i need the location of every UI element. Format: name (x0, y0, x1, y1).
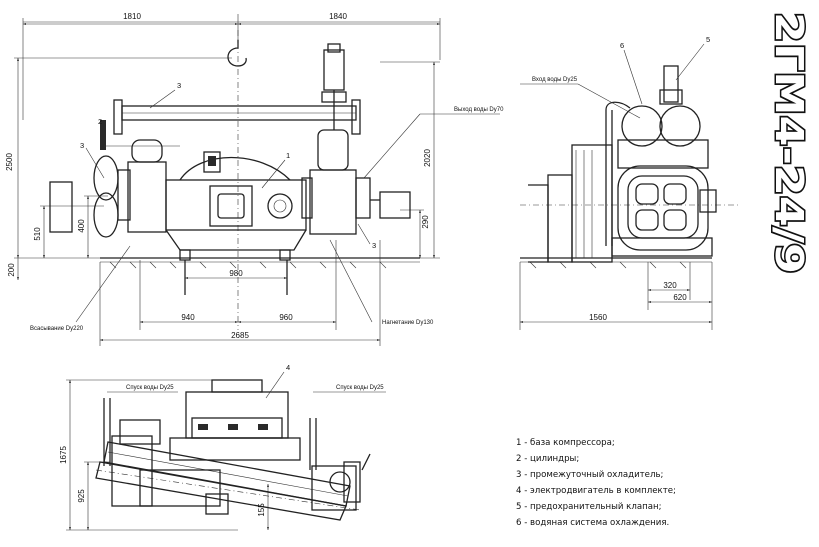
front-view (14, 14, 500, 346)
position-2: 2 (98, 117, 102, 126)
legend-item-base: 1 - база компрессора; (516, 438, 615, 448)
dim-1840: 1840 (329, 12, 347, 21)
dim-925: 925 (77, 489, 86, 503)
dim-1560: 1560 (589, 313, 607, 322)
legend-item-safety-valve: 5 - предохранительный клапан; (516, 502, 662, 512)
position-1: 1 (286, 151, 290, 160)
dim-320: 320 (663, 281, 677, 290)
callout-discharge: Нагнетание Dу130 (382, 320, 434, 326)
side-view (519, 43, 740, 330)
dimension-labels: 1810 1840 2500 2020 510 400 200 290 980 … (5, 12, 687, 517)
dim-2020: 2020 (423, 149, 432, 167)
callout-drain-right: Спуск воды Dу25 (336, 385, 384, 391)
drawing-title: 2ГМ4-24/9 (768, 11, 813, 276)
position-3-left: 3 (80, 141, 84, 150)
dim-1810: 1810 (123, 12, 141, 21)
legend-item-cooling-system: 6 - водяная система охлаждения. (516, 518, 670, 528)
position-3-right: 3 (372, 241, 376, 250)
callout-water-in: Вход воды Dу25 (532, 77, 578, 83)
dim-980: 980 (229, 269, 243, 278)
dim-200: 200 (7, 263, 16, 277)
parts-legend: 1 - база компрессора; 2 - цилиндры; 3 - … (516, 435, 816, 531)
position-3-top: 3 (177, 81, 181, 90)
dim-960: 960 (279, 313, 293, 322)
callout-labels: Выход воды Dу70 Вход воды Dу25 Всасывани… (30, 35, 710, 391)
dim-510: 510 (33, 227, 42, 241)
dim-400: 400 (77, 219, 86, 233)
callout-suction: Всасывание Dу220 (30, 326, 84, 332)
dim-290: 290 (421, 215, 430, 229)
callout-water-out: Выход воды Dу70 (454, 107, 504, 113)
dim-2500: 2500 (5, 153, 14, 171)
position-5: 5 (706, 35, 710, 44)
dim-155: 155 (257, 503, 266, 517)
legend-item-intercooler: 3 - промежуточный охладитель; (516, 470, 664, 480)
dim-2685: 2685 (231, 331, 249, 340)
dim-620: 620 (673, 293, 687, 302)
dim-940: 940 (181, 313, 195, 322)
title-text: 2ГМ4-24/9 (768, 12, 811, 274)
position-4: 4 (286, 363, 290, 372)
dim-1675: 1675 (59, 446, 68, 464)
legend-item-motor: 4 - электродвигатель в комплекте; (516, 486, 676, 496)
position-6: 6 (620, 41, 624, 50)
plan-view (66, 371, 386, 531)
legend-item-cylinders: 2 - цилиндры; (516, 454, 580, 464)
callout-drain-left: Спуск воды Dу25 (126, 385, 174, 391)
